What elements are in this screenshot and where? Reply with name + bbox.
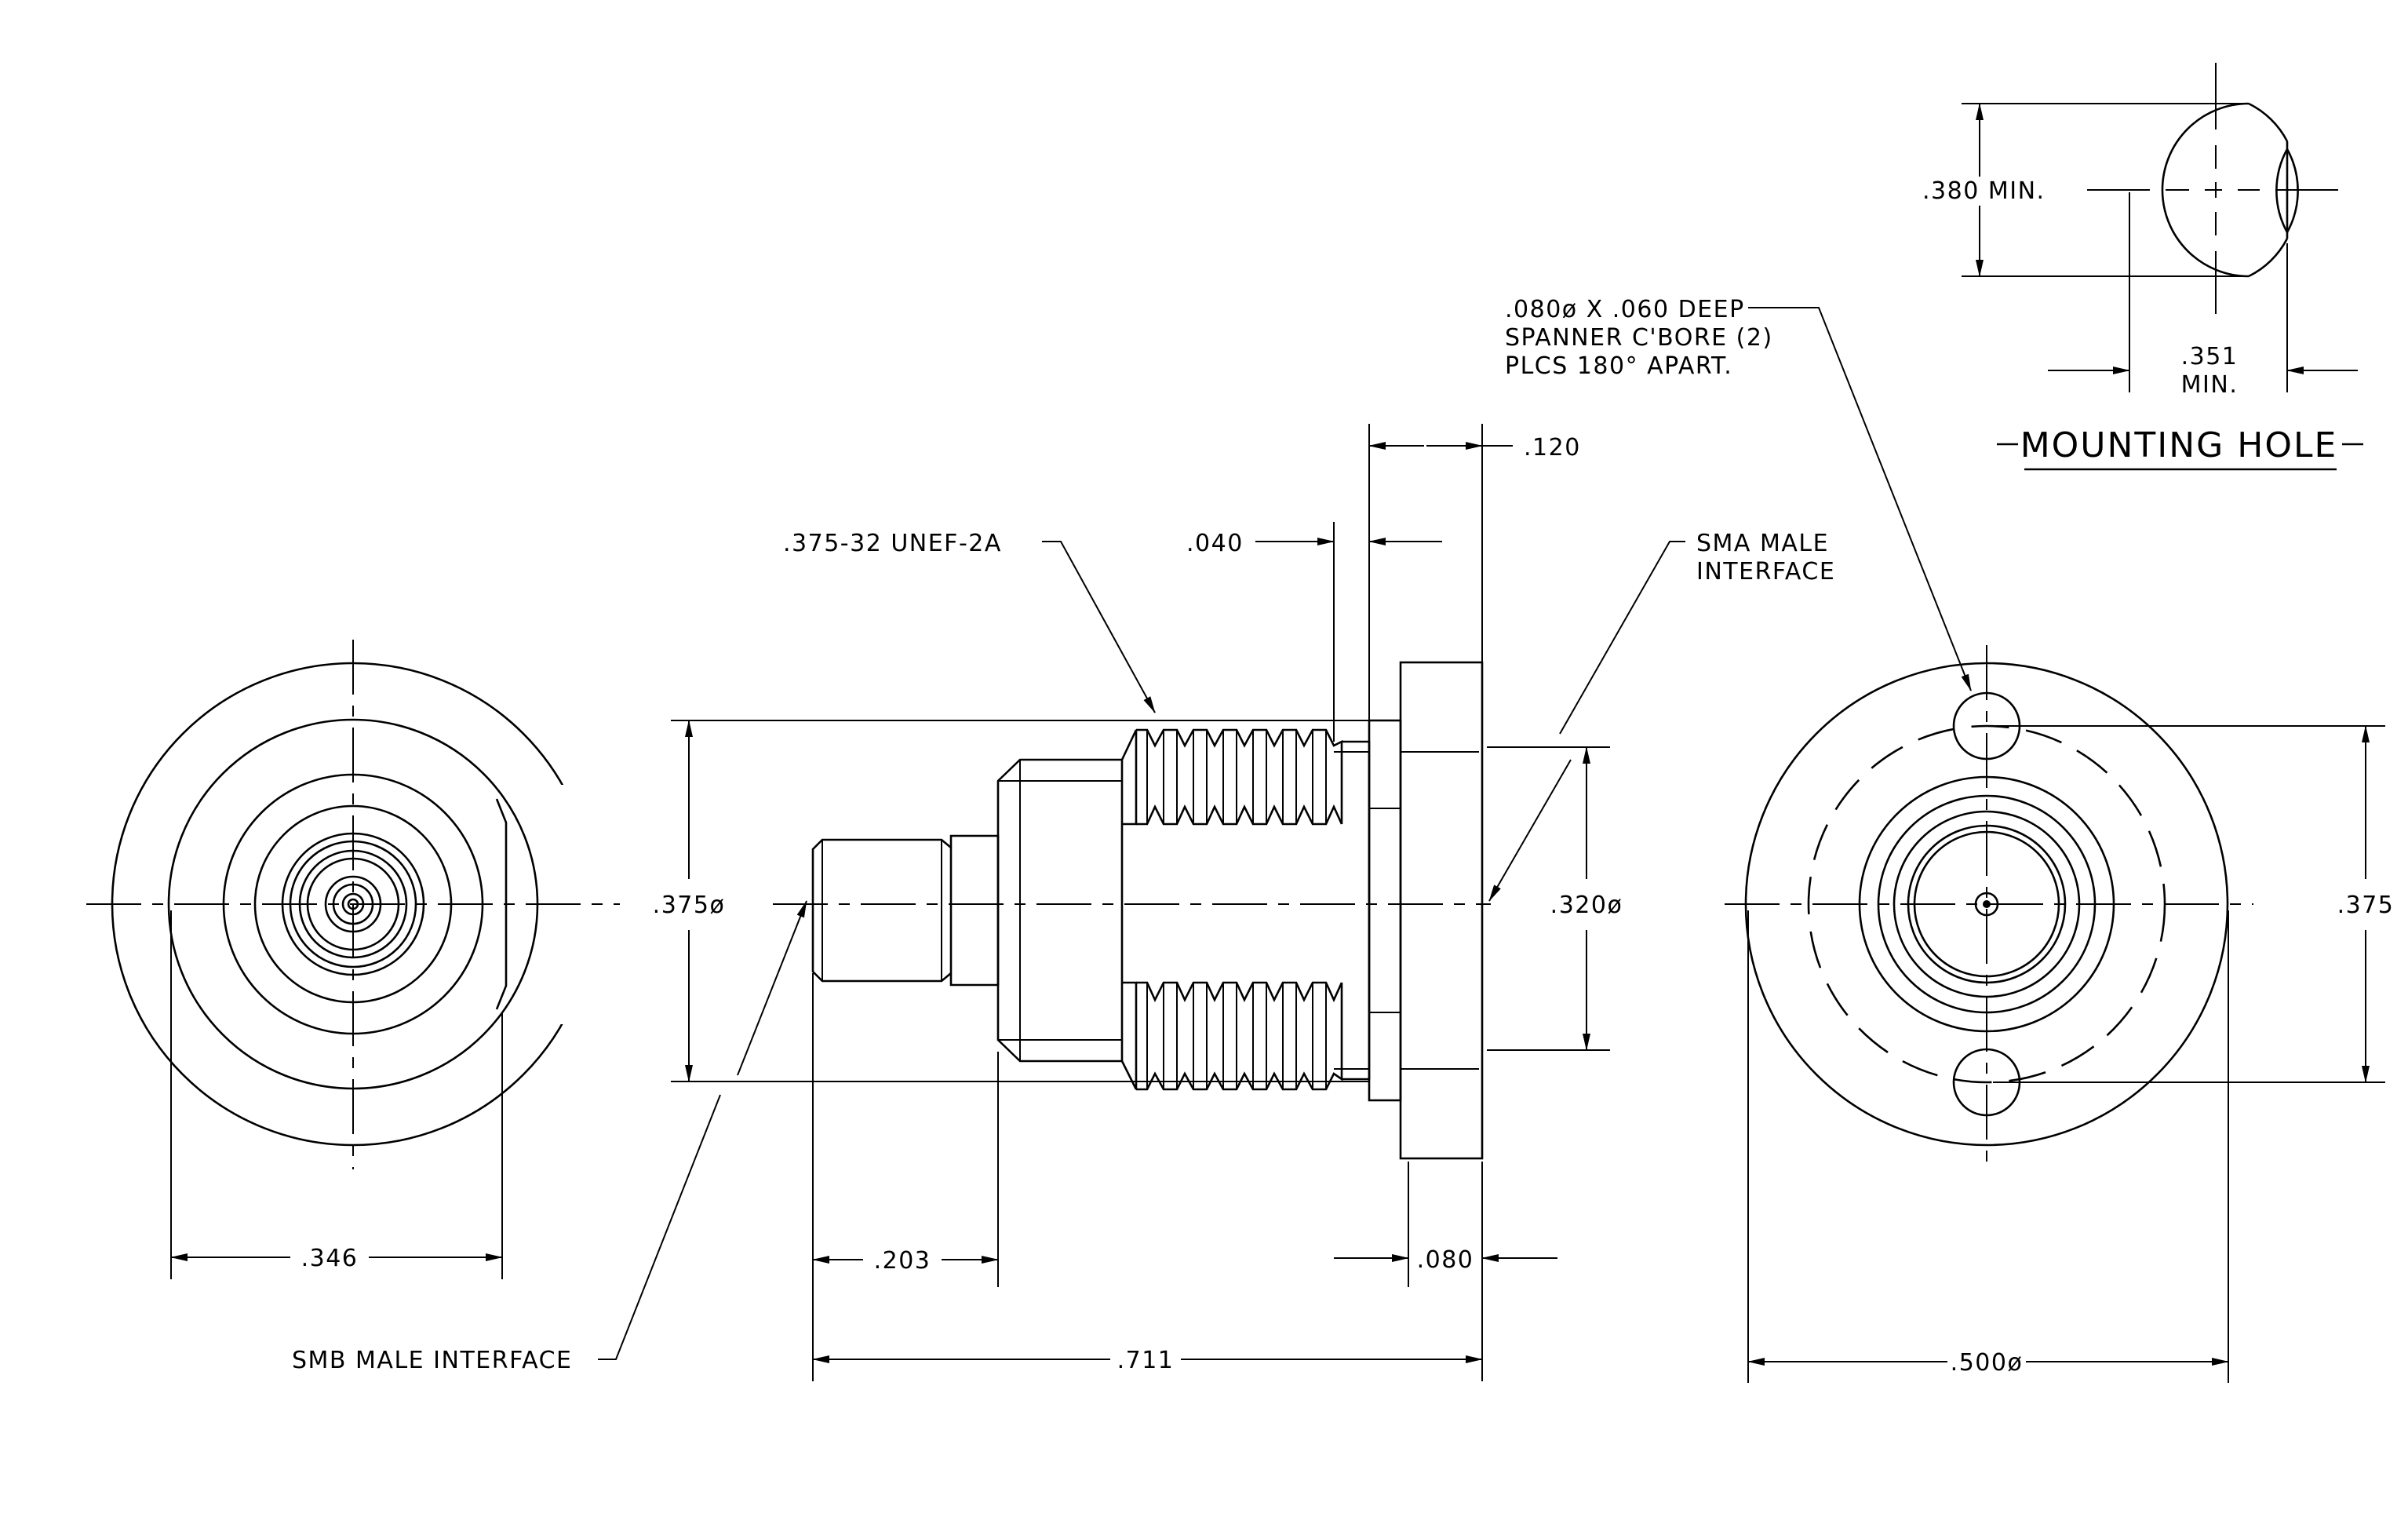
mounting-hole-title: MOUNTING HOLE (2020, 425, 2338, 465)
dim-375-label: .375 (2337, 892, 2395, 919)
sma-interface-label-line2: INTERFACE (1696, 558, 1835, 585)
dim-203-label: .203 (874, 1247, 931, 1275)
dim-351-label-line2: MIN. (2181, 371, 2239, 399)
dim-351-label-line1: .351 (2181, 343, 2239, 370)
mounting-hole-detail: .380 MIN. .351 MIN. MOUNTING HOLE (1922, 63, 2363, 471)
thread-spec-label: .375-32 UNEF-2A (783, 530, 1002, 557)
dim-080-label: .080 (1417, 1246, 1474, 1274)
spanner-label-line1: .080ø X .060 DEEP (1505, 296, 1745, 323)
side-view: .375ø .320ø .120 .040 .375-32 UNEF-2A SM… (292, 424, 1835, 1381)
sma-end-view: .375 .500ø .080ø X .060 DEEP SPANNER C'B… (1505, 296, 2395, 1383)
smb-end-view: .346 (86, 640, 620, 1279)
dim-346-label: .346 (301, 1245, 359, 1272)
dim-711-label: .711 (1117, 1347, 1175, 1374)
smb-interface-label: SMB MALE INTERFACE (292, 1347, 572, 1374)
dim-120-label: .120 (1524, 434, 1581, 461)
dim-500-dia-label: .500ø (1951, 1349, 2024, 1377)
dim-320-dia-label: .320ø (1550, 892, 1623, 919)
dim-380-label: .380 MIN. (1922, 177, 2046, 205)
dim-375-dia-label: .375ø (653, 892, 726, 919)
dim-040-label: .040 (1186, 530, 1244, 557)
sma-interface-label-line1: SMA MALE (1696, 530, 1829, 557)
spanner-label-line2: SPANNER C'BORE (2) (1505, 324, 1773, 352)
spanner-label-line3: PLCS 180° APART. (1505, 352, 1732, 380)
